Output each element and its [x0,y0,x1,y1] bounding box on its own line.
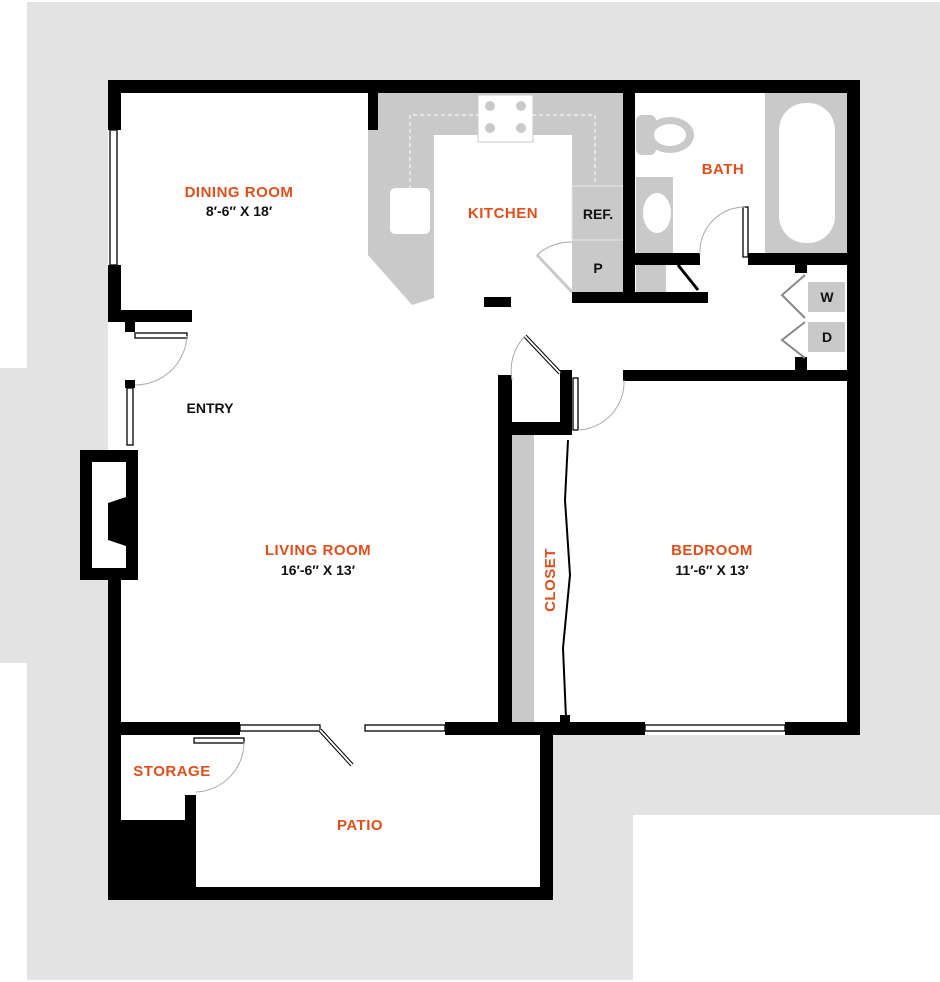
pantry [572,241,623,295]
bedroom-door[interactable] [572,377,579,431]
closet-sliding-doors[interactable] [561,439,572,719]
washer [808,282,845,312]
ref-label: REF. [583,206,613,222]
bath-fixtures [636,93,847,352]
refrigerator [571,185,624,241]
bedroom-label: BEDROOM [671,542,753,559]
linen-door[interactable] [676,264,700,291]
entry-door[interactable] [134,332,188,339]
bath-sink-icon [643,193,671,233]
kitchen-label: KITCHEN [468,205,538,222]
bath-door[interactable] [742,206,749,258]
closet-shelf [512,435,534,725]
pantry-door[interactable] [535,253,574,294]
pantry-label: P [593,260,602,276]
washer-label: W [820,289,834,305]
kitchen-sink-icon [390,188,430,234]
bathtub-icon [779,103,835,243]
storage-door[interactable] [193,737,245,744]
bedroom-size: 11′-6″ X 13′ [675,562,749,578]
living-room-size: 16′-6″ X 13′ [281,562,356,578]
dining-room-label: DINING ROOM [185,184,294,201]
storage-label: STORAGE [133,763,210,780]
unit-interior [108,80,860,900]
dining-room-size: 8′-6″ X 18′ [206,203,273,219]
bath-label: BATH [702,161,745,178]
washer-bifold-door[interactable] [780,274,806,319]
walls [80,80,860,900]
doors[interactable] [134,206,806,793]
windows [109,129,786,732]
closet-label: CLOSET [542,548,559,612]
dryer [808,322,845,352]
storage-mechanical [108,820,196,900]
dryer-label: D [822,329,832,345]
patio-label: PATIO [337,817,383,834]
living-room-label: LIVING ROOM [265,542,371,559]
kitchen-counters [368,93,624,307]
stove-icon [477,94,534,143]
entry-label: ENTRY [187,400,235,416]
dryer-bifold-door[interactable] [780,321,806,359]
